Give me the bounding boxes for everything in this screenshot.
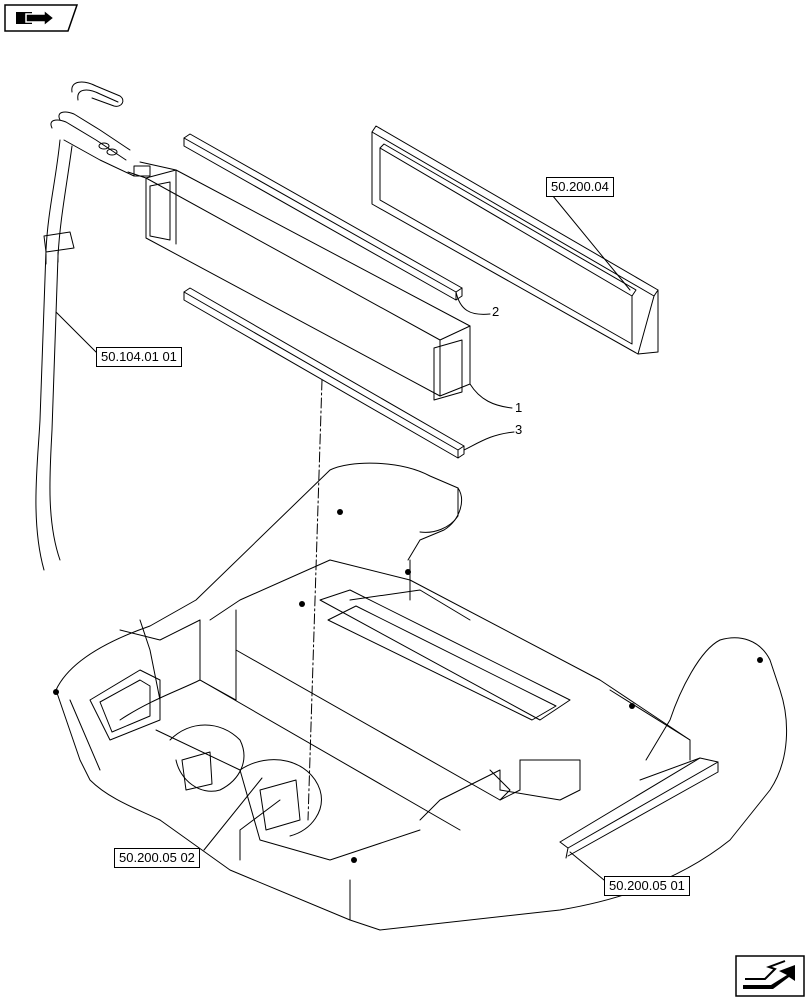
- hvac-housing: [55, 462, 787, 931]
- book-arrow-icon[interactable]: [4, 4, 79, 32]
- heater-core: [127, 161, 471, 401]
- leader-item-3: [463, 431, 515, 451]
- item-number-2: 2: [492, 304, 500, 319]
- leader-blower: [203, 777, 263, 851]
- ref-label-filter[interactable]: 50.200.04: [546, 177, 614, 197]
- ref-label-housing[interactable]: 50.200.05 01: [604, 876, 690, 896]
- ref-label-pipes[interactable]: 50.104.01 01: [96, 347, 182, 367]
- cabin-air-filter: [371, 125, 659, 355]
- leader-filter: [547, 189, 631, 291]
- item-number-1: 1: [515, 400, 523, 415]
- leader-pipes: [55, 311, 101, 357]
- next-page-arrow-icon[interactable]: [735, 955, 805, 997]
- ref-label-blower[interactable]: 50.200.05 02: [114, 848, 200, 868]
- leader-item-1: [469, 383, 513, 409]
- item-number-3: 3: [515, 422, 523, 437]
- leader-housing: [569, 851, 605, 881]
- leader-item-2: [455, 291, 491, 315]
- assembly-centerline: [307, 379, 323, 821]
- housing-fasteners: [53, 509, 763, 863]
- leader-lines: [55, 189, 631, 881]
- hose-assembly: [35, 81, 135, 571]
- seal-strip-lower: [183, 287, 465, 459]
